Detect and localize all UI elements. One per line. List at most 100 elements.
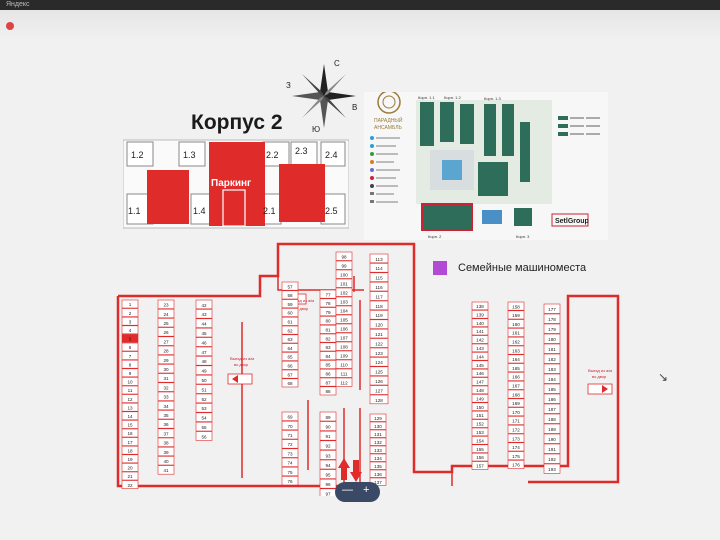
- parking-spot-30[interactable]: [157, 364, 175, 374]
- parking-spot-66[interactable]: [281, 360, 299, 370]
- parking-spot-64[interactable]: [281, 343, 299, 353]
- parking-spot-148[interactable]: [471, 385, 489, 395]
- parking-spot-99[interactable]: [335, 260, 353, 270]
- parking-spot-179[interactable]: [543, 323, 561, 334]
- parking-spot-171[interactable]: [507, 416, 525, 425]
- parking-spot-13[interactable]: [121, 402, 139, 412]
- parking-spot-167[interactable]: [507, 380, 525, 390]
- parking-spot-185[interactable]: [543, 383, 561, 394]
- parking-spot-6[interactable]: [121, 342, 139, 352]
- parking-spot-22[interactable]: [121, 480, 139, 489]
- parking-spot-58[interactable]: [281, 290, 299, 300]
- parking-spot-46[interactable]: [195, 337, 213, 347]
- parking-spot-24[interactable]: [157, 308, 175, 319]
- parking-spot-76[interactable]: [281, 476, 299, 486]
- parking-spot-107[interactable]: [335, 332, 353, 342]
- parking-spot-26[interactable]: [157, 327, 175, 337]
- parking-spot-52[interactable]: [195, 393, 213, 404]
- parking-spot-102[interactable]: [335, 287, 353, 297]
- parking-spot-177[interactable]: [543, 303, 561, 314]
- parking-spot-117[interactable]: [369, 291, 389, 301]
- parking-spot-108[interactable]: [335, 341, 353, 351]
- parking-spot-55[interactable]: [195, 421, 213, 432]
- parking-spot-4[interactable]: [121, 325, 139, 335]
- parking-spot-192[interactable]: [543, 453, 561, 464]
- parking-spot-131[interactable]: [369, 429, 387, 438]
- parking-spot-157[interactable]: [471, 461, 489, 470]
- parking-spot-37[interactable]: [157, 428, 175, 438]
- parking-spot-160[interactable]: [507, 319, 525, 329]
- parking-spot-170[interactable]: [507, 407, 525, 417]
- parking-spot-49[interactable]: [195, 365, 213, 375]
- parking-spot-12[interactable]: [121, 394, 139, 403]
- parking-spot-60[interactable]: [281, 308, 299, 317]
- parking-spot-184[interactable]: [543, 373, 561, 384]
- parking-spot-11[interactable]: [121, 385, 139, 395]
- parking-spot-62[interactable]: [281, 325, 299, 335]
- parking-spot-27[interactable]: [157, 336, 175, 346]
- parking-spot-191[interactable]: [543, 443, 561, 454]
- parking-spot-142[interactable]: [471, 335, 489, 344]
- parking-spot-172[interactable]: [507, 424, 525, 434]
- parking-spot-29[interactable]: [157, 354, 175, 365]
- parking-spot-149[interactable]: [471, 394, 489, 403]
- parking-spot-153[interactable]: [471, 427, 489, 437]
- parking-spot-111[interactable]: [335, 368, 353, 378]
- parking-spot-8[interactable]: [121, 359, 139, 369]
- parking-spot-95[interactable]: [319, 469, 337, 479]
- parking-spot-61[interactable]: [281, 316, 299, 326]
- parking-spot-88[interactable]: [319, 386, 337, 396]
- tab-title[interactable]: Яндекс: [6, 1, 30, 8]
- parking-spot-40[interactable]: [157, 456, 175, 466]
- parking-spot-190[interactable]: [543, 433, 561, 444]
- parking-spot-100[interactable]: [335, 269, 353, 279]
- parking-spot-59[interactable]: [281, 299, 299, 309]
- parking-spot-139[interactable]: [471, 310, 489, 319]
- zoom-control[interactable]: — +: [335, 482, 380, 502]
- parking-spot-159[interactable]: [507, 310, 525, 320]
- parking-spot-161[interactable]: [507, 328, 525, 337]
- parking-spot-134[interactable]: [369, 453, 387, 462]
- parking-spot-127[interactable]: [369, 385, 389, 395]
- parking-spot-150[interactable]: [471, 402, 489, 411]
- parking-spot-145[interactable]: [471, 360, 489, 369]
- parking-spot-10[interactable]: [121, 377, 139, 386]
- parking-spot-70[interactable]: [281, 420, 299, 431]
- parking-spot-2[interactable]: [121, 308, 139, 317]
- parking-spot-113[interactable]: [369, 253, 389, 264]
- parking-spot-135[interactable]: [369, 461, 387, 470]
- parking-spot-155[interactable]: [471, 444, 489, 453]
- parking-spot-124[interactable]: [369, 357, 389, 367]
- parking-spot-169[interactable]: [507, 398, 525, 408]
- parking-spot-110[interactable]: [335, 359, 353, 369]
- parking-spot-91[interactable]: [319, 430, 337, 441]
- parking-spot-21[interactable]: [121, 471, 139, 481]
- parking-spot-34[interactable]: [157, 400, 175, 411]
- parking-spot-151[interactable]: [471, 410, 489, 420]
- parking-spot-74[interactable]: [281, 457, 299, 467]
- parking-spot-138[interactable]: [471, 301, 489, 311]
- parking-spot-1[interactable]: [121, 299, 139, 309]
- parking-spot-28[interactable]: [157, 345, 175, 355]
- parking-spot-69[interactable]: [281, 411, 299, 421]
- parking-spot-123[interactable]: [369, 347, 389, 358]
- parking-spot-106[interactable]: [335, 323, 353, 333]
- parking-spot-187[interactable]: [543, 403, 561, 414]
- parking-spot-96[interactable]: [319, 478, 337, 489]
- parking-spot-175[interactable]: [507, 451, 525, 461]
- parking-spot-154[interactable]: [471, 436, 489, 445]
- parking-spot-129[interactable]: [369, 413, 387, 422]
- parking-spot-9[interactable]: [121, 368, 139, 378]
- parking-spot-164[interactable]: [507, 354, 525, 364]
- parking-spot-140[interactable]: [471, 318, 489, 327]
- parking-spot-132[interactable]: [369, 437, 387, 446]
- parking-spot-165[interactable]: [507, 363, 525, 373]
- parking-spot-114[interactable]: [369, 263, 389, 273]
- parking-spot-36[interactable]: [157, 419, 175, 429]
- parking-spot-35[interactable]: [157, 410, 175, 420]
- zoom-out-button[interactable]: —: [342, 484, 353, 496]
- parking-spot-136[interactable]: [369, 469, 387, 478]
- parking-spot-38[interactable]: [157, 437, 175, 447]
- parking-spot-101[interactable]: [335, 278, 353, 288]
- parking-spot-54[interactable]: [195, 412, 213, 422]
